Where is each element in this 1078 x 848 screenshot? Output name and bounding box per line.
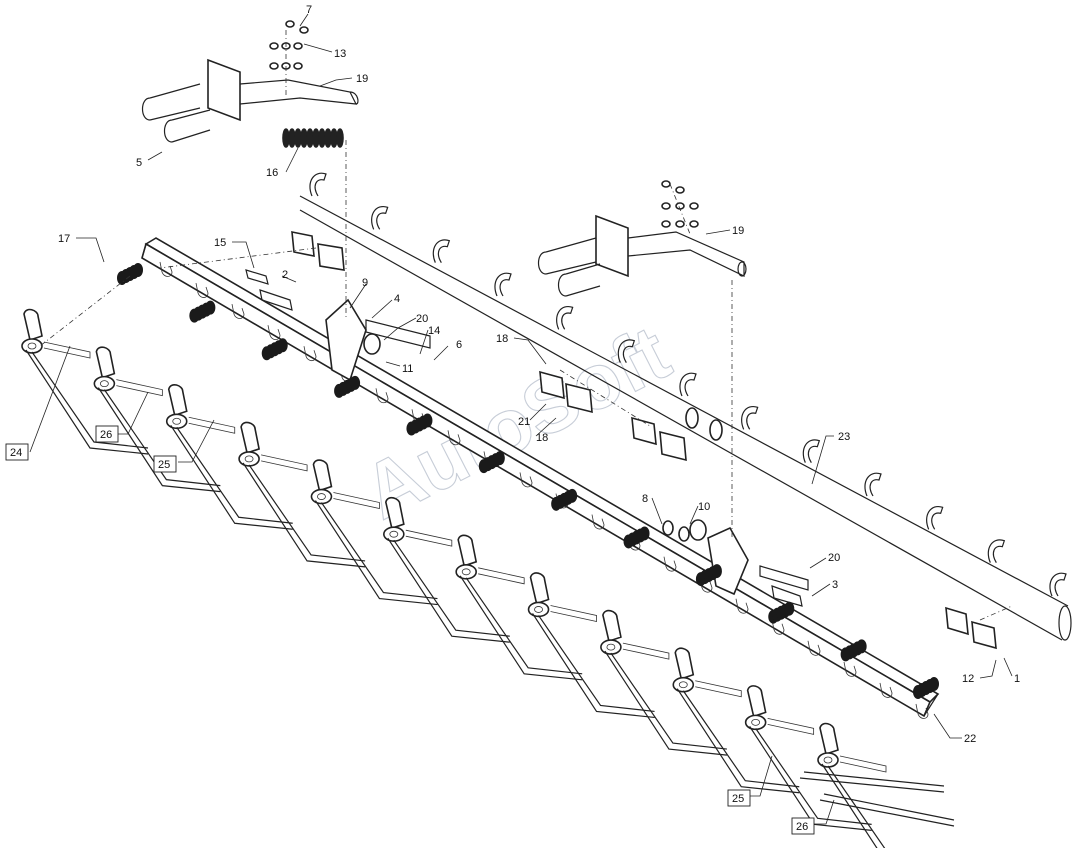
right-bracket [537,180,747,297]
callout-3: 3 [832,579,838,591]
callout-numbers: 7 13 19 5 16 19 17 15 2 9 4 20 14 6 11 1… [58,4,1020,745]
callout-20-right: 20 [828,552,840,564]
tine-units [21,263,955,848]
adjusters [245,269,809,607]
main-beam [141,237,940,719]
callout-19: 19 [356,73,368,85]
callout-18: 18 [496,333,508,345]
callout-12: 12 [962,673,974,685]
callout-21: 21 [518,416,530,428]
callout-4: 4 [394,293,400,305]
callout-5: 5 [136,157,142,169]
callout-14: 14 [428,325,440,337]
callout-15: 15 [214,237,226,249]
callout-13: 13 [334,48,346,60]
leader-lines [29,13,1013,825]
callout-16: 16 [266,167,278,179]
upper-left-bracket [141,20,359,143]
spring-16 [282,128,344,148]
callout-8: 8 [642,493,648,505]
boxed-callouts: 24 26 25 25 26 [5,425,815,835]
boxed-callout-25: 25 [158,459,170,471]
boxed-callout-26-lower: 26 [796,821,808,833]
callout-22: 22 [964,733,976,745]
clamps [291,231,997,650]
callout-20: 20 [416,313,428,325]
callout-23: 23 [838,431,850,443]
callout-18-lower: 18 [536,432,548,444]
callout-7: 7 [306,4,312,16]
callout-17: 17 [58,233,70,245]
boxed-callout-26: 26 [100,429,112,441]
projection-lines [39,30,1013,621]
callout-2: 2 [282,269,288,281]
callout-1: 1 [1014,673,1020,685]
callout-10: 10 [698,501,710,513]
callout-9: 9 [362,277,368,289]
callout-6: 6 [456,339,462,351]
callout-11: 11 [402,363,413,375]
callout-19-right: 19 [732,225,744,237]
rear-tube-assembly [299,172,1072,641]
boxed-callout-24: 24 [10,447,22,459]
boxed-callout-25-lower: 25 [732,793,744,805]
